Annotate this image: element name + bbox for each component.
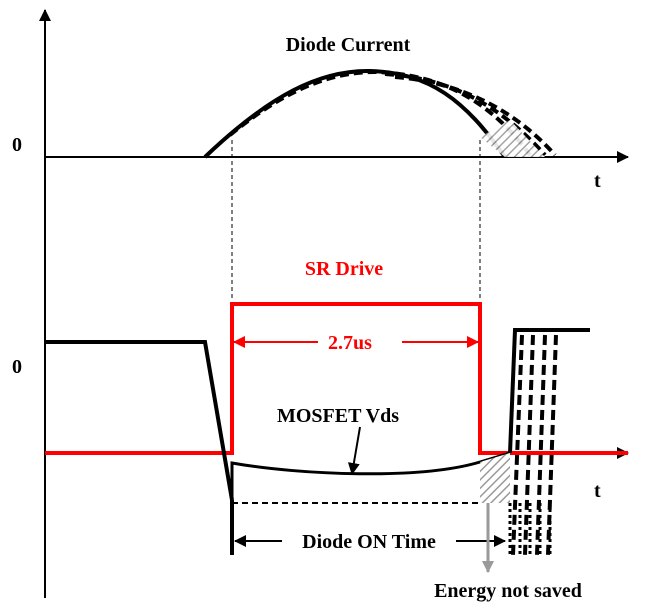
mosfet-vds-label: MOSFET Vds — [277, 405, 399, 427]
duration-label: 2.7us — [328, 332, 372, 354]
sr-drive-waveform — [45, 302, 628, 455]
t-label-bottom: t — [594, 480, 601, 502]
diode-on-time-label: Diode ON Time — [302, 531, 436, 553]
zero-label-top: 0 — [12, 134, 22, 156]
mosfet-vds-pointer — [347, 426, 361, 475]
diode-current-waveform — [203, 68, 557, 159]
energy-not-saved-label: Energy not saved — [434, 580, 582, 602]
sr-drive-label: SR Drive — [305, 258, 383, 280]
mosfet-vds-waveform — [45, 328, 590, 556]
diode-current-label: Diode Current — [286, 34, 411, 56]
t-label-top: t — [594, 170, 601, 192]
zero-label-bottom: 0 — [12, 356, 22, 378]
